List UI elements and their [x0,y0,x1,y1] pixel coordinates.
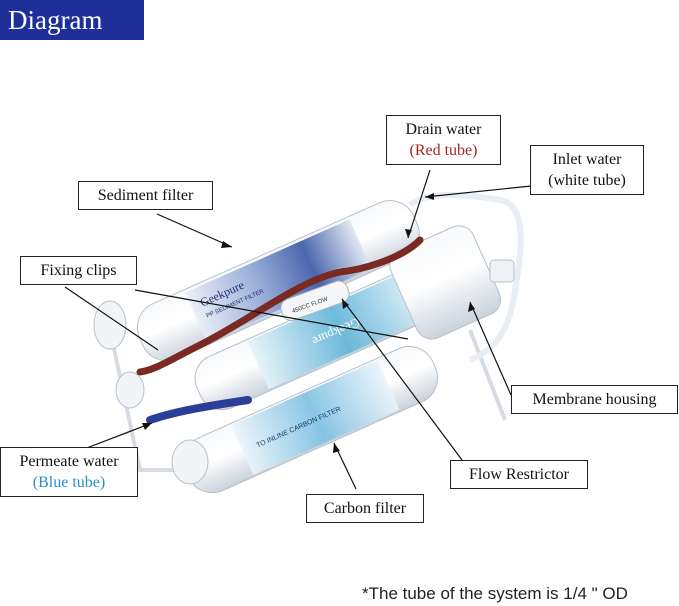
drain-water-subtext: (Red tube) [409,142,478,159]
permeate-water-subtext: (Blue tube) [32,474,106,491]
permeate-blue-tube [146,396,252,424]
leader-arrowheads [142,193,475,453]
carbon-filter-label: Carbon filter [306,494,424,523]
flow-restrictor-text: Flow Restrictor [469,466,569,483]
inlet-water-label: Inlet water (white tube) [530,145,644,195]
flow-restrictor-part: 450CC FLOW [280,280,350,322]
carbon-filter-text: Carbon filter [323,500,407,517]
membrane-housing-label: Membrane housing [511,385,678,414]
permeate-water-label: Permeate water (Blue tube) [0,447,138,497]
drain-water-text: Drain water [405,121,482,138]
fixing-clips-label: Fixing clips [20,256,137,285]
leader-lines [64,169,542,490]
inlet-water-subtext: (white tube) [548,172,626,189]
fixing-clips-text: Fixing clips [40,262,117,279]
drain-water-label: Drain water (Red tube) [386,115,501,165]
membrane-housing-cap [389,225,515,340]
tube-size-footnote: *The tube of the system is 1/4 " OD [362,584,628,603]
inlet-water-text: Inlet water [552,151,622,168]
membrane-housing-text: Membrane housing [532,391,657,408]
drain-red-tube [136,236,424,376]
flow-restrictor-label: Flow Restrictor [450,460,588,489]
diagram-title-banner: Diagram [0,0,144,40]
sediment-filter-label: Sediment filter [78,181,213,210]
left-end-caps [93,300,209,485]
permeate-water-text: Permeate water [19,453,119,470]
sediment-filter-cartridge: Geekpure PP SEDIMENT FILTER FLOW [136,200,420,362]
inlet-white-tube [408,192,524,363]
sediment-filter-text: Sediment filter [97,187,194,204]
carbon-filter-cartridge: TO INLINE CARBON FILTER [183,346,439,494]
